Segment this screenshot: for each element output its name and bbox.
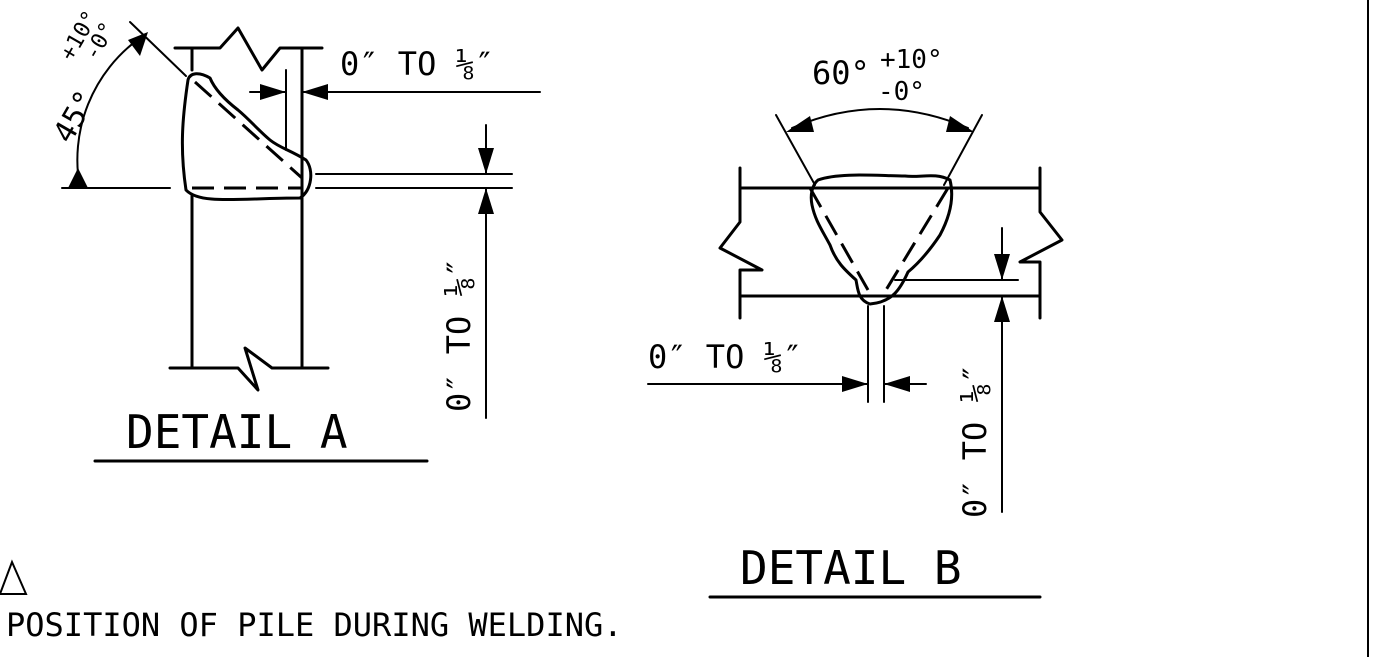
note-text: POSITION OF PILE DURING WELDING. <box>6 606 623 644</box>
break-line-left <box>718 166 764 320</box>
arrowhead <box>302 84 328 100</box>
arrowhead <box>786 116 814 132</box>
extension-line <box>943 114 983 186</box>
arrowhead <box>260 84 286 100</box>
weld-bead <box>180 72 313 202</box>
angle-tol-plus: +10° <box>880 45 943 75</box>
arrowhead <box>946 116 974 132</box>
bevel-line <box>193 80 304 180</box>
arrowhead <box>884 376 910 392</box>
detail-b-title: DETAIL B <box>740 541 962 595</box>
groove-line <box>808 187 870 291</box>
extension-line <box>775 114 816 186</box>
detail-b: 60° +10° -0° 0″ TO ⅛″ 0″ TO ⅛″ DETAIL B <box>647 45 1064 599</box>
arrowhead <box>994 296 1010 322</box>
angle-arc <box>791 108 969 129</box>
angle-label: 60° <box>812 54 870 92</box>
detail-a-title: DETAIL A <box>126 405 348 459</box>
angle-tol-minus: -0° <box>878 77 925 107</box>
groove-line <box>884 187 950 291</box>
detail-a: 0″ TO ⅛″ 0″ TO ⅛″ 45° +10° -0° DETAIL A <box>47 7 541 463</box>
dim-top-label: 0″ TO ⅛″ <box>340 45 494 83</box>
arrowhead <box>68 168 88 188</box>
break-line-right <box>1018 166 1064 320</box>
angle-arc <box>76 37 141 189</box>
revision-triangle-icon <box>0 559 28 595</box>
angle-label: 45° <box>47 85 104 149</box>
arrowhead <box>128 32 148 56</box>
dim-left-label: 0″ TO ⅛″ <box>648 338 802 376</box>
arrowhead <box>478 148 494 174</box>
arrowhead <box>478 188 494 214</box>
break-line-bottom <box>168 346 330 392</box>
arrowhead <box>842 376 868 392</box>
dim-side-label: 0″ TO ⅛″ <box>956 364 994 518</box>
arrowhead <box>994 254 1010 280</box>
dim-side-label: 0″ TO ⅛″ <box>440 258 478 412</box>
break-line-top <box>173 26 324 72</box>
extension-line <box>129 21 187 77</box>
weld-bead <box>809 173 954 306</box>
